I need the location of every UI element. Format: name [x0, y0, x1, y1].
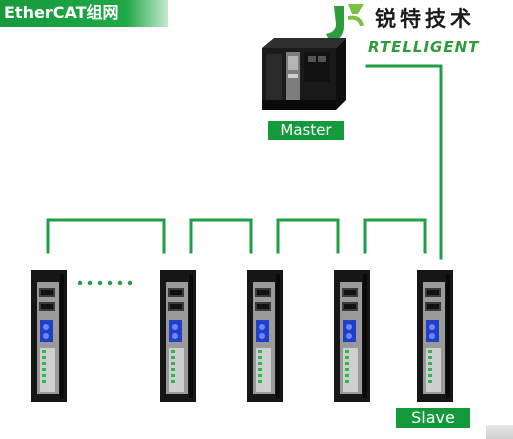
link-wire-2: [189, 218, 253, 254]
master-label: Master: [268, 121, 344, 140]
logo-text-cn: 锐特技术: [375, 7, 475, 31]
slave-drive: [334, 270, 370, 402]
ellipsis-dots: [77, 280, 133, 286]
master-to-slave-wire: [365, 64, 443, 260]
page-title: EtherCAT组网: [4, 3, 119, 22]
title-bar: EtherCAT组网: [0, 0, 168, 27]
slave-drive: [417, 270, 453, 402]
link-wire-3: [276, 218, 340, 254]
slave-drive: [31, 270, 67, 402]
logo-text-en: RTELLIGENT: [368, 38, 480, 56]
brand-logo-icon: [326, 4, 364, 42]
slave-label: Slave: [396, 408, 470, 428]
link-wire-1: [46, 218, 166, 254]
floor-edge: [486, 425, 513, 439]
link-wire-4: [363, 218, 427, 254]
slave-drive: [247, 270, 283, 402]
slave-drive: [160, 270, 196, 402]
master-controller: [262, 38, 346, 110]
